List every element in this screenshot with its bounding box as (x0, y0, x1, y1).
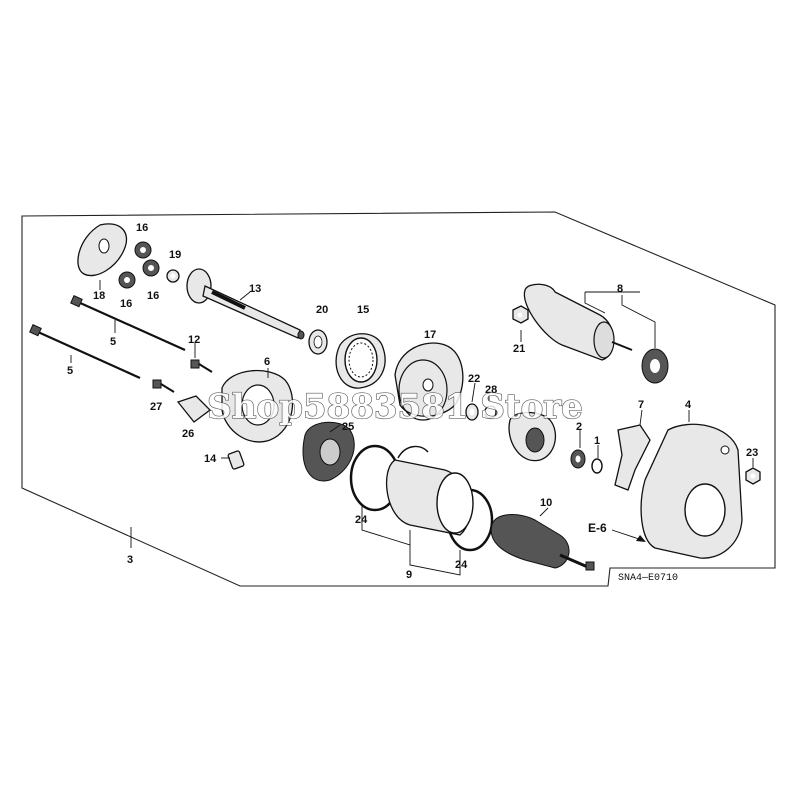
part-brush-holder-6 (221, 369, 294, 443)
label-part-2: 2 (576, 421, 582, 433)
part-clip-28 (484, 405, 497, 419)
label-part-4: 4 (685, 399, 692, 411)
part-lever-7 (614, 424, 651, 491)
part-screw-27 (152, 379, 175, 393)
assembly-frame (21, 211, 776, 587)
label-part-27: 27 (150, 401, 162, 413)
label-part-8: 8 (617, 283, 623, 295)
part-drive-housing-4 (640, 423, 743, 559)
label-part-16-right: 16 (147, 290, 159, 302)
part-brush-assembly-25 (302, 421, 355, 482)
part-pin-14 (227, 450, 245, 470)
label-part-24-left: 24 (355, 514, 368, 526)
part-armature-10 (490, 514, 595, 571)
label-part-10: 10 (540, 497, 552, 509)
label-part-1: 1 (594, 435, 600, 447)
label-part-26: 26 (182, 428, 194, 440)
part-gear-16-right (142, 259, 160, 277)
part-bolt-5-lower (29, 324, 141, 380)
label-part-24-right: 24 (455, 559, 468, 571)
part-yoke-9 (385, 445, 474, 536)
store-watermark: Shop5883581 Store (207, 387, 583, 427)
part-washer-20 (308, 329, 328, 355)
part-ring-gear-15 (335, 333, 386, 389)
part-overrunning-clutch (508, 411, 557, 462)
part-solenoid-8 (523, 283, 633, 361)
reference-label-e6: E-6 (588, 521, 607, 535)
label-part-15: 15 (357, 304, 369, 316)
label-part-7: 7 (638, 399, 644, 411)
label-part-16-top: 16 (136, 222, 148, 234)
leader-lines (70, 280, 754, 576)
label-part-16-left: 16 (120, 298, 132, 310)
label-part-19: 19 (169, 249, 181, 261)
label-part-20: 20 (316, 304, 328, 316)
label-part-12: 12 (188, 334, 200, 346)
label-part-13: 13 (249, 283, 261, 295)
part-boot-8 (641, 348, 669, 384)
label-part-18: 18 (93, 290, 105, 302)
part-shaft-13 (186, 268, 305, 340)
part-washer-18 (77, 223, 128, 277)
part-nut-21 (512, 305, 529, 324)
label-part-3: 3 (127, 554, 133, 566)
part-washer-2 (570, 449, 586, 469)
label-part-23: 23 (746, 447, 758, 459)
label-part-5-lower: 5 (67, 365, 73, 377)
part-washer-22 (465, 403, 479, 421)
label-part-9: 9 (406, 569, 412, 581)
label-part-22: 22 (468, 373, 480, 385)
label-part-6: 6 (264, 356, 270, 368)
part-gear-16-left (118, 271, 136, 289)
part-screw-12 (190, 359, 213, 373)
label-part-17: 17 (424, 329, 436, 341)
part-plate-26 (176, 395, 211, 423)
part-gear-16-top (134, 241, 152, 259)
part-nut-23 (745, 467, 761, 485)
label-part-28: 28 (485, 384, 497, 396)
part-washer-19 (166, 269, 180, 283)
part-clip-1 (591, 458, 603, 474)
part-housing-17 (394, 342, 464, 421)
label-part-14: 14 (204, 453, 217, 465)
part-bolt-5-upper (70, 295, 186, 352)
label-part-5-upper: 5 (110, 336, 116, 348)
diagram-code: SNA4—E0710 (618, 573, 678, 584)
label-part-21: 21 (513, 343, 525, 355)
label-part-25: 25 (342, 421, 354, 433)
